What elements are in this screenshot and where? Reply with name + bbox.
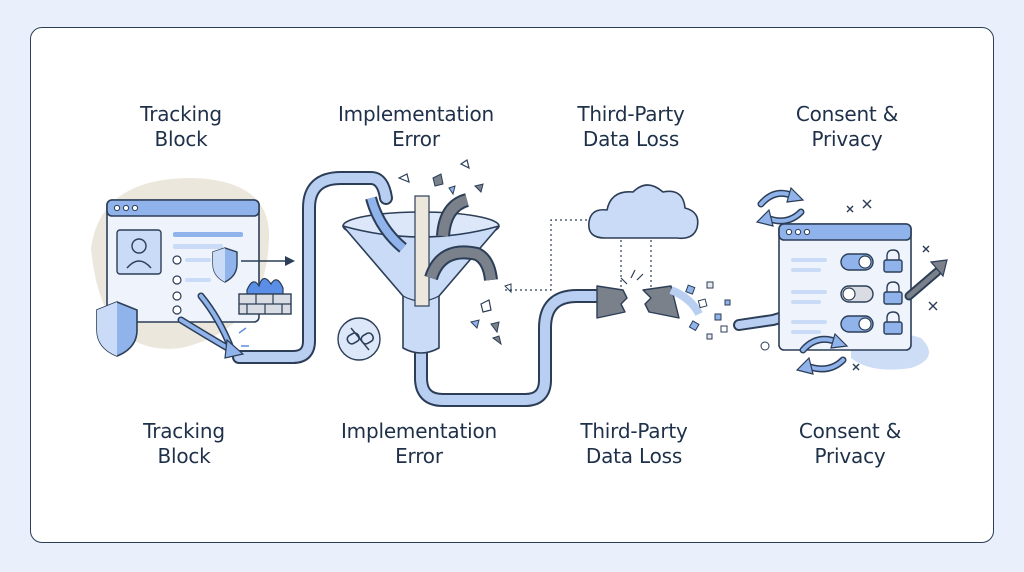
broken-link-icon [337,317,381,361]
third-party-data-loss-illustration [588,184,770,351]
lock-icon [883,249,903,273]
diagram-card: Tracking Block Implementation Error Thir… [30,27,994,543]
label-line: Consent & [795,102,899,126]
label-line: Implementation [340,419,497,443]
browser-window-icon [778,223,912,351]
label-line: Tracking [140,102,222,126]
browser-window-icon [106,199,260,323]
label-bottom-tracking-block: Tracking Block [74,419,294,469]
toggle-switch-icon [840,253,874,271]
label-line: Third-Party [580,419,688,443]
label-line: Data Loss [582,127,680,151]
label-line: Error [395,444,443,468]
consent-privacy-illustration [755,186,948,375]
user-profile-icon [126,238,152,269]
label-line: Tracking [143,419,225,443]
label-top-consent-privacy: Consent & Privacy [737,102,957,152]
flow-illustration [91,159,948,407]
label-line: Third-Party [577,102,685,126]
label-bottom-consent-privacy: Consent & Privacy [740,419,960,469]
label-top-tracking-block: Tracking Block [71,102,291,152]
lock-icon [883,311,903,335]
label-line: Error [392,127,440,151]
refresh-icon [755,186,805,227]
label-line: Consent & [798,419,902,443]
refresh-icon [795,332,849,375]
lock-icon [883,281,903,305]
cloud-icon [588,184,699,240]
label-line: Privacy [811,127,883,151]
close-x-icon [846,199,938,371]
label-top-third-party-data-loss: Third-Party Data Loss [521,102,741,152]
label-line: Privacy [814,444,886,468]
tracking-block-illustration [91,178,295,359]
firewall-icon [238,277,292,315]
shield-icon [96,301,138,357]
label-bottom-third-party-data-loss: Third-Party Data Loss [524,419,744,469]
shield-icon [212,247,238,283]
label-line: Block [157,444,211,468]
toggle-switch-icon [840,315,874,333]
toggle-switch-icon [840,285,874,303]
label-line: Block [154,127,208,151]
implementation-error-illustration [337,159,587,361]
label-line: Implementation [337,102,494,126]
label-top-implementation-error: Implementation Error [306,102,526,152]
label-line: Data Loss [585,444,683,468]
flow-pipe [232,171,818,407]
broken-pipe-icon [596,285,703,319]
label-bottom-implementation-error: Implementation Error [309,419,529,469]
